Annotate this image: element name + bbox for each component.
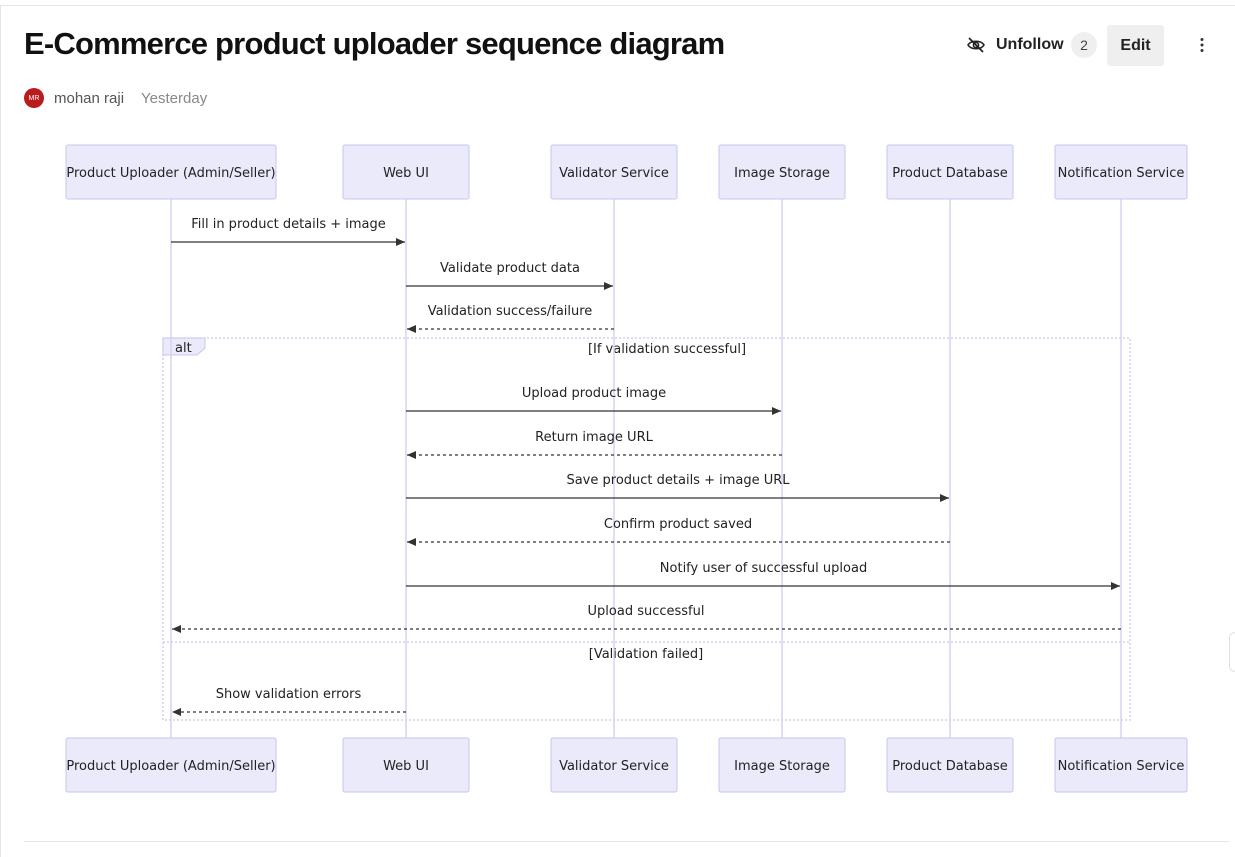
message-label: Return image URL <box>535 430 653 445</box>
more-options-button[interactable] <box>1192 35 1212 55</box>
participant-top[interactable]: Web UI <box>342 144 470 200</box>
side-panel-handle[interactable] <box>1229 632 1235 672</box>
message-label: Validate product data <box>440 261 580 276</box>
page-meta: MR mohan raji Yesterday <box>24 87 207 109</box>
participant-bottom[interactable]: Notification Service <box>1054 737 1188 793</box>
bottom-divider <box>24 841 1229 842</box>
participant-label: Notification Service <box>1058 166 1185 181</box>
message-label: Show validation errors <box>216 687 362 702</box>
edit-button[interactable]: Edit <box>1107 25 1164 66</box>
participant-label: Product Uploader (Admin/Seller) <box>66 166 275 181</box>
eye-off-icon <box>967 37 985 53</box>
participant-box <box>1054 737 1188 793</box>
participant-top[interactable]: Image Storage <box>718 144 846 200</box>
participant-top[interactable]: Product Uploader (Admin/Seller) <box>65 144 277 200</box>
timestamp: Yesterday <box>141 89 208 107</box>
message-label: Confirm product saved <box>604 517 752 532</box>
participant-label: Notification Service <box>1058 759 1185 774</box>
participant-box <box>550 737 678 793</box>
page-title: E-Commerce product uploader sequence dia… <box>24 26 725 61</box>
participant-box <box>718 737 846 793</box>
participant-box <box>65 737 277 793</box>
message-label: Notify user of successful upload <box>660 561 867 576</box>
participant-label: Web UI <box>383 166 429 181</box>
participant-top[interactable]: Validator Service <box>550 144 678 200</box>
alt-frame <box>162 337 1131 721</box>
avatar[interactable]: MR <box>24 88 44 108</box>
top-divider <box>0 5 1235 6</box>
message-label: Fill in product details + image <box>191 217 386 232</box>
participant-box <box>550 144 678 200</box>
unfollow-button[interactable]: Unfollow <box>960 31 1064 59</box>
message-label: Validation success/failure <box>428 304 593 319</box>
participant-box <box>342 737 470 793</box>
participant-label: Image Storage <box>734 166 830 181</box>
participant-bottom[interactable]: Image Storage <box>718 737 846 793</box>
alt-keyword: alt <box>175 341 192 356</box>
unfollow-label: Unfollow <box>996 36 1064 53</box>
author-name[interactable]: mohan raji <box>54 89 125 107</box>
participant-top[interactable]: Product Database <box>886 144 1014 200</box>
participant-label: Product Database <box>892 759 1008 774</box>
participant-bottom[interactable]: Product Uploader (Admin/Seller) <box>65 737 277 793</box>
participant-label: Validator Service <box>559 759 669 774</box>
participant-box <box>718 144 846 200</box>
message-label: Save product details + image URL <box>566 473 790 488</box>
participant-label: Web UI <box>383 759 429 774</box>
participant-label: Product Database <box>892 166 1008 181</box>
vertical-ellipsis-icon <box>1200 38 1204 52</box>
participant-bottom[interactable]: Validator Service <box>550 737 678 793</box>
alt-else-condition: [Validation failed] <box>589 647 704 662</box>
participant-label: Image Storage <box>734 759 830 774</box>
participant-box <box>886 737 1014 793</box>
participant-label: Validator Service <box>559 166 669 181</box>
participant-top[interactable]: Notification Service <box>1054 144 1188 200</box>
follower-count-badge[interactable]: 2 <box>1071 32 1097 58</box>
alt-label-tab <box>162 337 206 356</box>
participant-bottom[interactable]: Product Database <box>886 737 1014 793</box>
participant-box <box>1054 144 1188 200</box>
participant-bottom[interactable]: Web UI <box>342 737 470 793</box>
participant-box <box>886 144 1014 200</box>
participant-box <box>65 144 277 200</box>
message-label: Upload product image <box>522 386 666 401</box>
left-divider <box>0 5 1 857</box>
participant-label: Product Uploader (Admin/Seller) <box>66 759 275 774</box>
message-label: Upload successful <box>588 604 705 619</box>
alt-condition: [If validation successful] <box>588 342 746 357</box>
participant-box <box>342 144 470 200</box>
